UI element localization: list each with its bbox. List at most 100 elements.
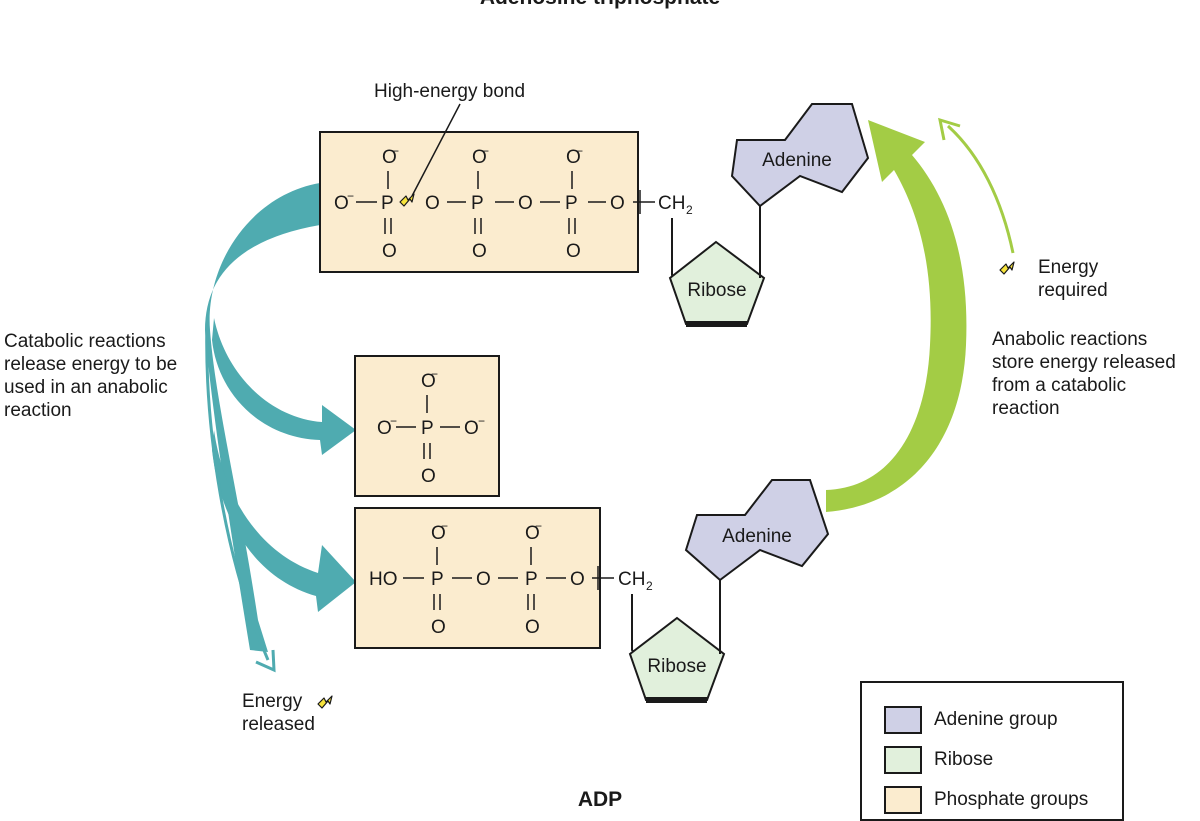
svg-text:−: −	[576, 144, 583, 158]
energy-released-arrowhead	[255, 649, 276, 673]
energy-required-line-1: Energy	[1038, 257, 1099, 278]
svg-text:O: O	[431, 523, 446, 544]
svg-text:O: O	[566, 241, 581, 262]
catabolic-arrow-main	[205, 183, 320, 652]
svg-text:Ribose: Ribose	[687, 280, 746, 301]
atp-molecule: O − P O O − P O O − P O O	[319, 103, 870, 327]
ribose-swatch	[884, 746, 922, 774]
svg-text:Adenine: Adenine	[762, 150, 832, 171]
catabolic-label: Catabolic reactions release energy to be…	[4, 330, 177, 422]
atp-phosphate-2: O − P O	[471, 144, 489, 262]
energy-required-line-2: required	[1038, 280, 1108, 301]
anabolic-label-line-4: reaction	[992, 398, 1060, 419]
adp-phosphate-2: O − P O	[525, 519, 542, 638]
svg-text:Ribose: Ribose	[647, 656, 706, 677]
svg-text:P: P	[525, 569, 538, 590]
adenine-swatch	[884, 706, 922, 734]
svg-text:O: O	[382, 241, 397, 262]
legend-label: Ribose	[934, 749, 994, 770]
atp-adenine: Adenine	[730, 103, 870, 208]
svg-text:O: O	[518, 193, 533, 214]
svg-text:Adenine: Adenine	[722, 526, 792, 547]
svg-text:P: P	[565, 193, 578, 214]
catabolic-label-line-2: release energy to be	[4, 354, 178, 375]
svg-text:−: −	[347, 189, 354, 203]
catabolic-label-line-3: used in an anabolic	[4, 377, 168, 398]
svg-text:−: −	[478, 414, 485, 428]
energy-required-arrow	[946, 124, 1015, 254]
high-energy-bond-pointer	[411, 103, 461, 197]
energy-released-icon	[317, 695, 333, 709]
anabolic-label: Anabolic reactions store energy released…	[992, 328, 1176, 420]
energy-released-line-2: released	[242, 714, 315, 735]
legend-label: Adenine group	[934, 709, 1058, 730]
anabolic-label-line-3: from a catabolic	[992, 375, 1127, 396]
svg-text:O: O	[421, 371, 436, 392]
svg-text:P: P	[421, 418, 434, 439]
svg-text:CH: CH	[658, 193, 685, 214]
high-energy-bond-label: High-energy bond	[374, 81, 526, 102]
energy-required-arrowhead	[938, 117, 961, 141]
energy-released-line-1: Energy	[242, 691, 303, 712]
atp-phosphate-3: O − P O	[565, 144, 583, 262]
free-phosphate: O − O − P O − O	[354, 355, 500, 497]
svg-text:O: O	[525, 617, 540, 638]
svg-text:P: P	[471, 193, 484, 214]
svg-text:−: −	[392, 144, 399, 158]
legend-item-adenine: Adenine group	[884, 705, 1058, 735]
adp-ribose: Ribose	[628, 616, 726, 703]
svg-text:2: 2	[686, 203, 693, 217]
adp-adenine: Adenine	[684, 479, 830, 582]
svg-text:O: O	[425, 193, 440, 214]
adp-title: ADP	[577, 788, 623, 811]
phosphate-swatch	[884, 786, 922, 814]
svg-text:−: −	[441, 519, 448, 533]
energy-required-icon	[999, 261, 1015, 275]
svg-text:O: O	[472, 147, 487, 168]
catabolic-label-line-4: reaction	[4, 400, 72, 421]
svg-text:HO: HO	[369, 569, 398, 590]
atp-ribose: Ribose	[668, 240, 766, 327]
anabolic-arrow-main	[826, 120, 967, 512]
svg-text:O: O	[472, 241, 487, 262]
catabolic-arrow-to-phosphate	[212, 318, 356, 455]
adp-chain: HO O O CH 2	[369, 566, 653, 593]
svg-text:−: −	[431, 367, 438, 381]
legend-label: Phosphate groups	[934, 789, 1089, 810]
anabolic-label-line-2: store energy released	[992, 352, 1176, 373]
energy-required-label: Energy required	[1038, 256, 1108, 302]
svg-text:O: O	[566, 147, 581, 168]
svg-text:P: P	[431, 569, 444, 590]
svg-text:−: −	[390, 414, 397, 428]
catabolic-arrows	[205, 183, 356, 673]
adp-molecule: O − P O O − P O HO O O CH	[354, 479, 830, 703]
legend: Adenine group Ribose Phosphate groups	[860, 681, 1124, 821]
svg-text:P: P	[381, 193, 394, 214]
atp-adp-cycle-diagram: O − P O O − P O O − P O O	[205, 103, 1015, 709]
legend-item-phosphate: Phosphate groups	[884, 785, 1088, 815]
energy-released-label: Energy released	[242, 690, 315, 736]
legend-item-ribose: Ribose	[884, 745, 993, 775]
energy-released-arrow	[205, 319, 270, 661]
svg-text:O: O	[610, 193, 625, 214]
catabolic-arrow-to-adp	[212, 430, 356, 612]
anabolic-arrows	[826, 117, 1015, 512]
svg-text:O: O	[570, 569, 585, 590]
svg-text:O: O	[464, 418, 479, 439]
svg-text:O: O	[334, 193, 349, 214]
svg-text:−: −	[535, 519, 542, 533]
svg-text:O: O	[431, 617, 446, 638]
svg-text:O: O	[476, 569, 491, 590]
free-phosphate-box	[354, 355, 500, 497]
svg-text:O: O	[377, 418, 392, 439]
svg-text:O: O	[421, 466, 436, 487]
svg-text:−: −	[482, 144, 489, 158]
adp-phosphate-1: O − P O	[431, 519, 448, 638]
atp-chain: O − O O O CH 2	[334, 189, 693, 217]
svg-text:2: 2	[646, 579, 653, 593]
atp-title: Adenosine triphosphate	[400, 0, 800, 10]
svg-text:O: O	[382, 147, 397, 168]
svg-text:O: O	[525, 523, 540, 544]
atp-phosphate-1: O − P O	[381, 144, 399, 262]
catabolic-label-line-1: Catabolic reactions	[4, 331, 166, 352]
